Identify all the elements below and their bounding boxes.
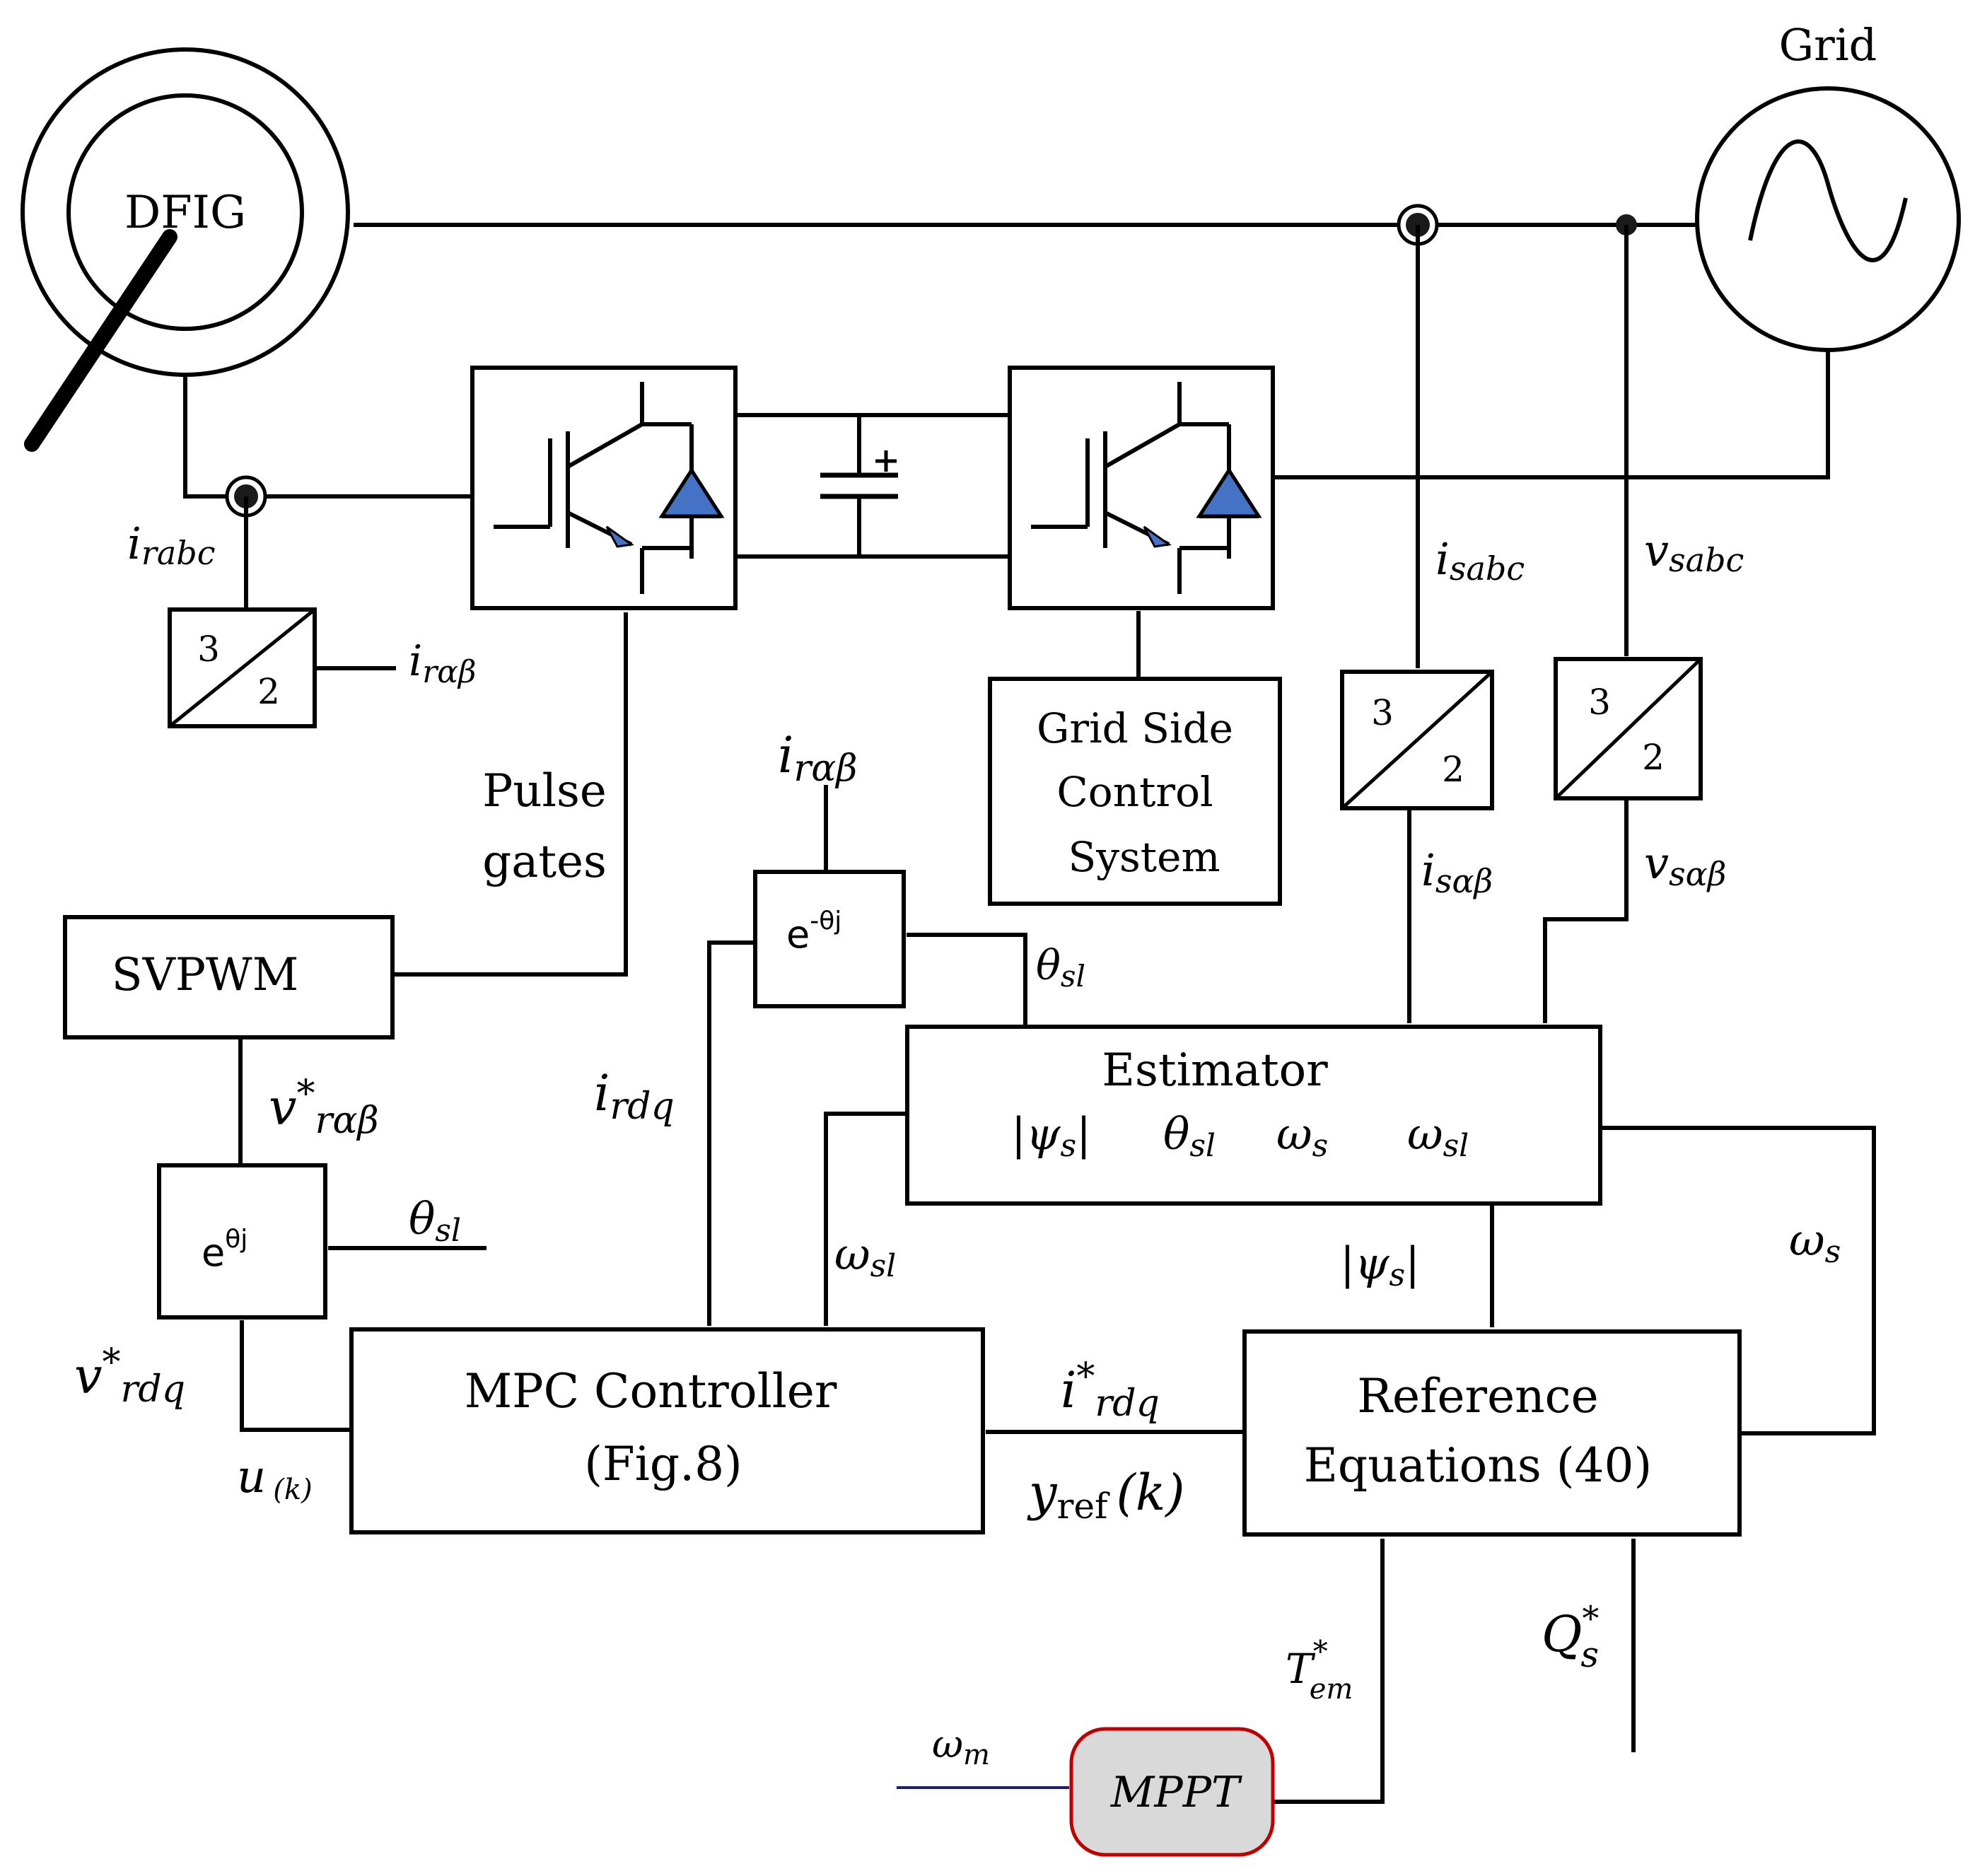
grid-side-line-1: Grid Side — [1037, 704, 1233, 752]
reference-equations-block — [1242, 1329, 1742, 1537]
i-r-alphabeta-out-label: irαβ — [409, 636, 476, 690]
generator-rotor-bar — [24, 229, 177, 452]
v-sabc-label: vsabc — [1644, 525, 1744, 579]
transform-3-2-icon — [1340, 670, 1494, 810]
mpc-line-1: MPC Controller — [465, 1364, 837, 1418]
grid-label: Grid — [1779, 19, 1877, 71]
transform-vs-bottom: 2 — [1642, 737, 1665, 778]
estimator-omega-sl: ωsl — [1407, 1108, 1469, 1164]
ref-eq-line-2: Equations (40) — [1304, 1438, 1653, 1493]
grid-side-line-2: Control — [1056, 768, 1213, 816]
mppt-label: MPPT — [1110, 1768, 1242, 1817]
omega-sl-label: ωsl — [834, 1228, 896, 1284]
transform-3-2-icon — [168, 607, 317, 728]
v-salphabeta-label: vsαβ — [1644, 837, 1726, 893]
grid-side-line-3: System — [1068, 833, 1220, 881]
transform-is-top: 3 — [1371, 692, 1394, 733]
i-salphabeta-label: isαβ — [1421, 844, 1493, 900]
transform-is-bottom: 2 — [1442, 749, 1464, 790]
estimator-omega-s: ωs — [1276, 1108, 1328, 1164]
rotor-line — [183, 375, 472, 499]
mpc-controller-block — [349, 1327, 985, 1534]
t-em-ref-line — [1273, 1539, 1385, 1804]
u-k-line — [240, 1320, 351, 1432]
inverse-park-block — [753, 870, 906, 1008]
park-block — [157, 1163, 327, 1319]
i-rdq-label: irdq — [594, 1064, 675, 1128]
pulse-gates-line-2: gates — [482, 836, 607, 888]
i-rdq-line — [707, 940, 755, 1326]
inverse-park-label: e-θj — [786, 907, 841, 957]
u-k-label: u(k) — [237, 1451, 313, 1506]
estimator-theta: θsl — [1163, 1108, 1216, 1164]
transform-3-2-icon — [1554, 657, 1703, 800]
estimator-title: Estimator — [1102, 1044, 1328, 1097]
omega-m-label: ωm — [932, 1722, 990, 1771]
v-salphabeta-arrow — [1543, 798, 1629, 1023]
dfig-label: DFIG — [124, 187, 246, 239]
transform-vs-top: 3 — [1588, 682, 1611, 723]
psi-s-label: |ψs| — [1340, 1237, 1420, 1293]
t-em-ref-label: T*em — [1286, 1634, 1353, 1706]
estimator-block — [905, 1025, 1602, 1206]
pulse-gates-line-1: Pulse — [482, 765, 606, 817]
i-sabc-label: isabc — [1435, 533, 1525, 588]
grid-converter-line — [1273, 350, 1830, 479]
mppt-block — [1069, 1727, 1275, 1857]
svpwm-block — [63, 915, 395, 1039]
theta-sl-to-inverse-park — [907, 933, 1027, 1027]
y-ref-label: yref(k) — [1027, 1464, 1185, 1527]
i-r-alphabeta-in-label: irαβ — [778, 726, 857, 790]
i-ref-dq-label: i*rdq — [1061, 1356, 1160, 1425]
i-rabc-label: irabc — [127, 518, 215, 572]
ref-eq-line-1: Reference — [1357, 1369, 1598, 1423]
svpwm-label: SVPWM — [112, 949, 298, 1001]
generator-icon — [21, 47, 350, 377]
v-ref-dq-label: v*rdq — [74, 1341, 185, 1411]
capacitor-icon — [820, 415, 898, 557]
igbt-icon — [494, 382, 725, 594]
omega-s-right-label: ωs — [1789, 1214, 1841, 1270]
theta-sl-top-label: θsl — [1036, 941, 1085, 994]
pulse-gates-line — [392, 612, 628, 977]
park-label: eθj — [202, 1225, 247, 1275]
theta-sl-left-label: θsl — [409, 1193, 461, 1249]
transform-rotor-bottom: 2 — [257, 671, 280, 712]
estimator-psi: |ψs| — [1011, 1108, 1091, 1164]
igbt-icon — [1031, 382, 1262, 594]
mpc-line-2: (Fig.8) — [584, 1437, 742, 1491]
grid-side-control-block — [988, 677, 1282, 906]
ac-source-icon — [1695, 86, 1961, 352]
q-s-ref-label: Q*s — [1542, 1599, 1599, 1675]
omega-s-line — [1600, 1126, 1876, 1435]
transform-rotor-top: 3 — [197, 629, 220, 670]
v-ref-alphabeta-label: v*rαβ — [269, 1073, 379, 1142]
omega-sl-line — [824, 1112, 907, 1326]
